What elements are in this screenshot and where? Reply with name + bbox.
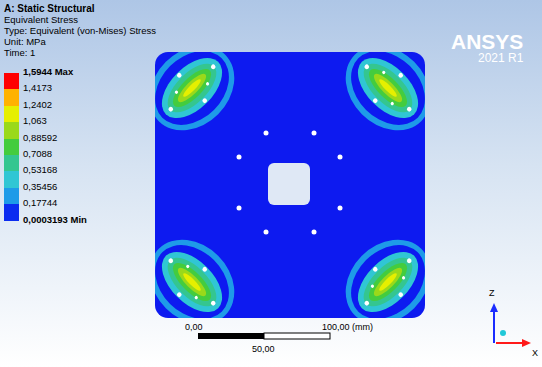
legend-swatch (4, 188, 19, 204)
brand-logo: ANSYS (451, 30, 523, 54)
result-time: Time: 1 (4, 48, 35, 59)
scale-end: 100,00 (mm) (322, 322, 373, 332)
result-name: Equivalent Stress (4, 15, 78, 26)
legend-value: 1,4173 (23, 83, 52, 94)
bolt-holes (237, 131, 343, 235)
legend-value: 0,7088 (23, 149, 52, 160)
legend-swatch (4, 139, 19, 155)
legend-swatch (4, 89, 19, 105)
scale-start: 0,00 (185, 322, 203, 332)
legend-swatch (4, 73, 19, 89)
stress-contours (155, 52, 425, 318)
legend-swatch (4, 106, 19, 122)
legend-swatch (4, 155, 19, 171)
center-hole (268, 163, 310, 205)
axis-label: X (532, 348, 538, 358)
legend-value: 0,88592 (23, 133, 57, 144)
scale-bar (198, 333, 330, 339)
legend-value: 1,063 (23, 116, 47, 127)
legend-value: 1,2402 (23, 100, 52, 111)
scale-mid: 50,00 (252, 344, 275, 354)
legend-min-value: 0,0003193 Min (23, 215, 87, 226)
legend-swatch (4, 122, 19, 138)
axis-label: Z (489, 288, 495, 298)
brand-version: 2021 R1 (478, 52, 523, 66)
legend-swatch (4, 171, 19, 187)
legend-value: 1,5944 Max (23, 67, 73, 78)
analysis-title: A: Static Structural (4, 3, 95, 15)
legend-swatch (4, 204, 19, 220)
legend-value: 0,53168 (23, 165, 57, 176)
axis-triad (490, 303, 531, 347)
result-unit: Unit: MPa (4, 37, 46, 48)
result-type: Type: Equivalent (von-Mises) Stress (4, 26, 156, 37)
legend-value: 0,17744 (23, 198, 57, 209)
legend-value: 0,35456 (23, 182, 57, 193)
